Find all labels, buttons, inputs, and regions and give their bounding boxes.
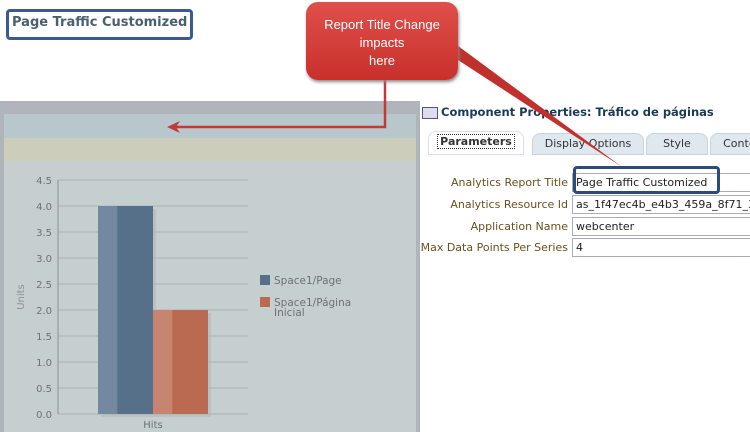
- tab-display-options[interactable]: Display Options: [532, 133, 644, 155]
- y-tick-label: 1.5: [36, 332, 52, 343]
- y-tick-label: 0.5: [36, 384, 52, 395]
- tab-parameters[interactable]: Parameters: [428, 131, 524, 155]
- field-label: Application Name: [470, 220, 568, 233]
- y-tick-label: 0.0: [36, 410, 52, 421]
- x-tick-label: Hits: [143, 420, 162, 431]
- y-tick-label: 4.5: [36, 176, 52, 187]
- tab-content[interactable]: Content: [710, 133, 750, 155]
- callout-line: Report Title Change: [324, 17, 440, 32]
- y-tick-label: 3.5: [36, 228, 52, 239]
- legend-label: Space1/Página: [274, 297, 351, 309]
- callout-line: here: [368, 53, 396, 68]
- properties-icon: [422, 106, 438, 119]
- field-label: Analytics Report Title: [451, 176, 568, 189]
- report-band: [4, 138, 416, 161]
- y-tick-label: 2.5: [36, 280, 52, 291]
- y-tick-label: 4.0: [36, 202, 52, 213]
- bar-chart: 0.00.51.01.52.02.53.03.54.04.5UnitsSpace…: [16, 176, 351, 431]
- callout-box: Report Title Change impacts here: [306, 2, 458, 80]
- field-resource-id: Analytics Resource Id: [420, 195, 750, 215]
- legend-label: Space1/Page: [274, 275, 342, 287]
- resource-id-input[interactable]: [572, 195, 750, 214]
- legend-swatch: [260, 275, 270, 285]
- component-properties-panel: Component Properties: Tráfico de páginas…: [420, 101, 750, 432]
- field-max-data-points: Max Data Points Per Series: [420, 238, 750, 258]
- y-tick-label: 1.0: [36, 358, 52, 369]
- y-tick-label: 2.0: [36, 306, 52, 317]
- field-label: Max Data Points Per Series: [420, 241, 568, 254]
- legend-swatch: [260, 297, 270, 307]
- tab-bar: Parameters Display Options Style Content: [428, 131, 750, 155]
- application-name-input[interactable]: [572, 217, 750, 236]
- tab-label: Parameters: [437, 134, 515, 149]
- report-title: Page Traffic Customized: [6, 9, 194, 40]
- highlight-box: [573, 166, 720, 194]
- y-tick-label: 3.0: [36, 254, 52, 265]
- tab-style[interactable]: Style: [646, 133, 708, 155]
- bar-1: [98, 206, 153, 414]
- bar-highlight: [98, 206, 118, 414]
- field-label: Analytics Resource Id: [450, 198, 568, 211]
- panel-title-text: Component Properties: Tráfico de páginas: [441, 105, 714, 119]
- callout-line: impacts: [359, 35, 405, 50]
- field-application-name: Application Name: [420, 217, 750, 237]
- bar-highlight: [153, 310, 173, 414]
- panel-title: Component Properties: Tráfico de páginas: [422, 105, 714, 119]
- max-data-points-input[interactable]: [572, 238, 750, 257]
- legend-label: Inicial: [274, 307, 305, 319]
- y-axis-label: Units: [16, 284, 27, 310]
- bar-2: [153, 310, 208, 414]
